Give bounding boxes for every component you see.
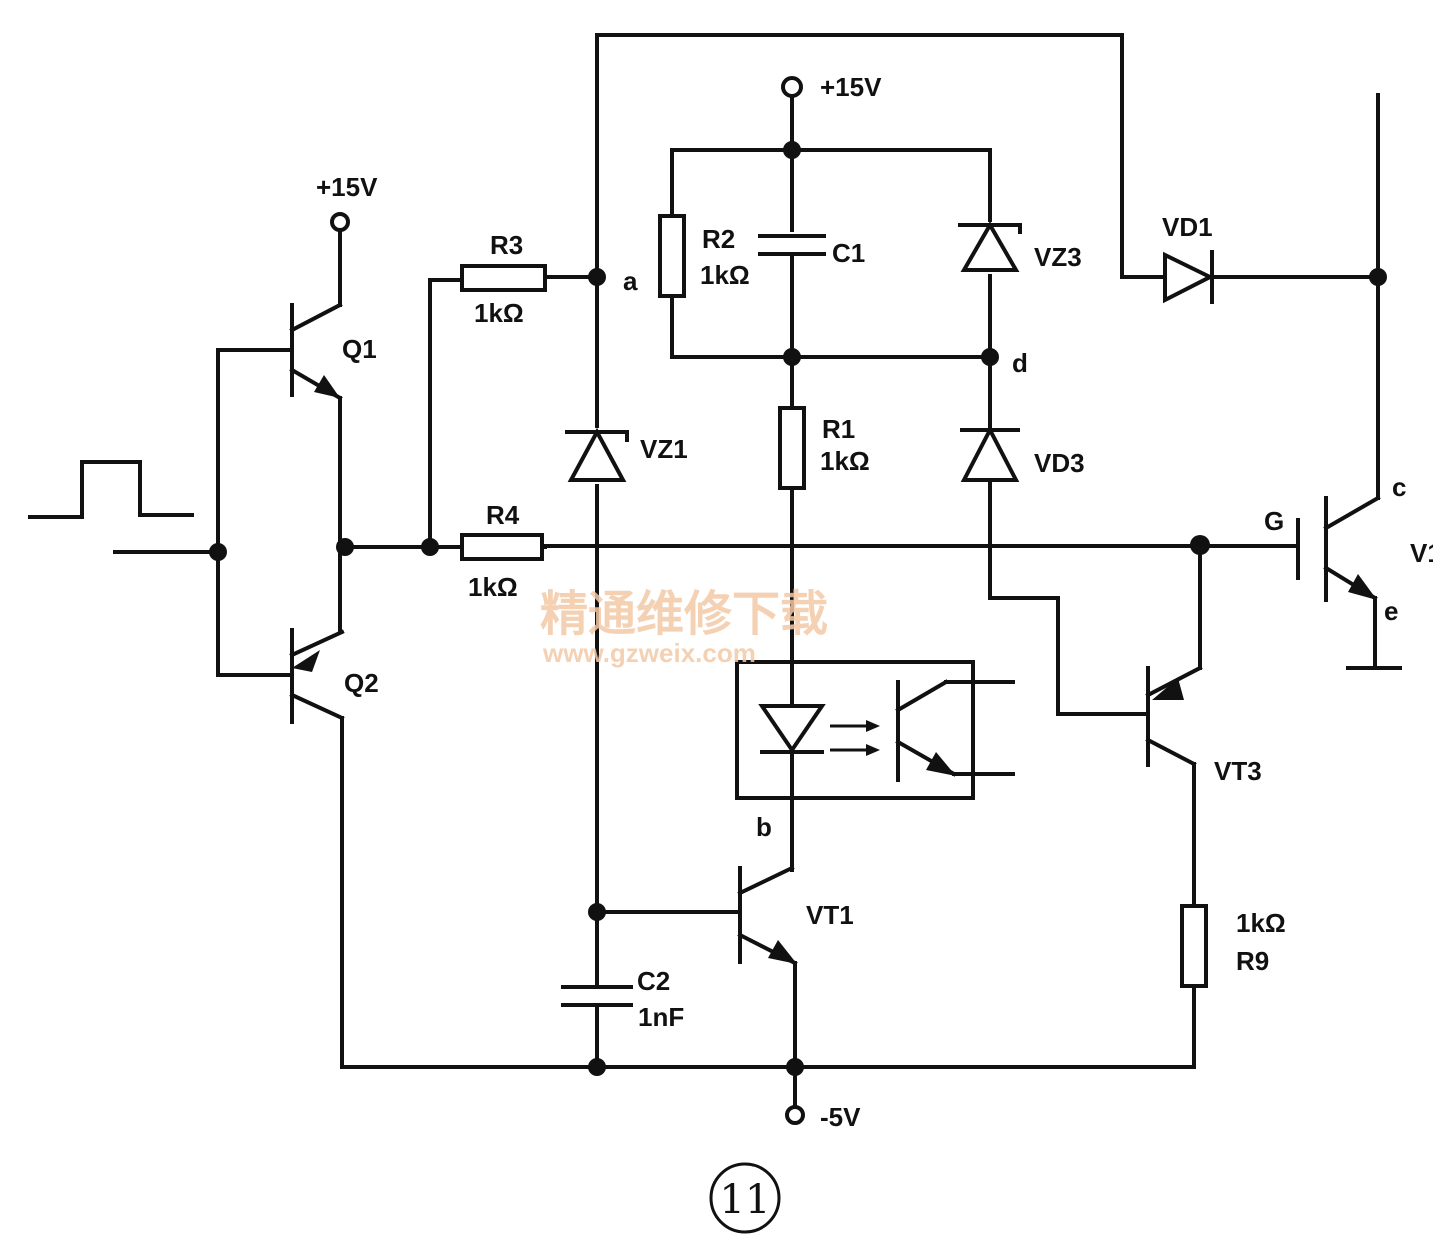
c1-capacitor [757, 232, 827, 256]
r1-value: 1kΩ [820, 446, 870, 476]
collector-label: c [1392, 472, 1406, 502]
r9-value: 1kΩ [1236, 908, 1286, 938]
gate-label: G [1264, 506, 1284, 536]
junction-dot [1369, 268, 1387, 286]
r1-resistor [778, 406, 806, 490]
r2-value: 1kΩ [700, 260, 750, 290]
base-bus-wire [216, 348, 294, 677]
c2-label: C2 [637, 966, 670, 996]
v1-igbt [1296, 495, 1381, 602]
node-b-label: b [756, 812, 772, 842]
r3-label: R3 [490, 230, 523, 260]
r2-resistor [658, 214, 686, 298]
junction-dot [209, 543, 227, 561]
vt1-label: VT1 [806, 900, 854, 930]
vz1-label: VZ1 [640, 434, 688, 464]
q2-label: Q2 [344, 668, 379, 698]
q1-label: Q1 [342, 334, 377, 364]
vee-label: -5V [820, 1102, 861, 1132]
top-vcc-label: +15V [820, 72, 882, 102]
negative-rail-wire [340, 1065, 1196, 1110]
top-vcc-terminal [781, 76, 803, 98]
r4-resistor [460, 533, 544, 561]
r1-label: R1 [822, 414, 855, 444]
watermark-url: www.gzweix.com [542, 638, 756, 668]
watermark-chinese: 精通维修下载 [540, 586, 828, 642]
top-vcc-wire [670, 94, 992, 490]
vt3-label: VT3 [1214, 756, 1262, 786]
v1-emitter-wire [1346, 596, 1402, 670]
q1-transistor [289, 302, 343, 401]
vz3-zener-diode [958, 221, 1022, 274]
r2-label: R2 [702, 224, 735, 254]
junction-dot [588, 268, 606, 286]
r4-value: 1kΩ [468, 572, 518, 602]
r9-resistor [1180, 904, 1208, 988]
node-d-label: d [1012, 348, 1028, 378]
vd1-diode [1163, 250, 1215, 304]
vz1-zener-diode [565, 427, 629, 484]
r3-value: 1kΩ [474, 298, 524, 328]
q2-transistor [289, 628, 345, 724]
q1-vcc-terminal [330, 212, 350, 232]
vd3-diode [960, 425, 1020, 483]
junction-dot [783, 348, 801, 366]
junction-dot [421, 538, 439, 556]
figure-number-text: 11 [720, 1177, 771, 1223]
r3-resistor [460, 264, 547, 292]
c1-label: C1 [832, 238, 865, 268]
vd1-to-collector-wire [1210, 93, 1380, 500]
c2-capacitor [560, 985, 634, 1007]
node-a-label: a [623, 266, 638, 296]
vd1-label: VD1 [1162, 212, 1213, 242]
vd3-label: VD3 [1034, 448, 1085, 478]
r3-feed-wire [343, 275, 599, 549]
r4-label: R4 [486, 500, 520, 530]
figure-number: 11 [709, 1162, 781, 1234]
v1-label: V1 [1410, 538, 1433, 568]
junction-dot [786, 1058, 804, 1076]
q1-vcc-label: +15V [316, 172, 378, 202]
vz3-label: VZ3 [1034, 242, 1082, 272]
junction-dot [588, 1058, 606, 1076]
vee-terminal [785, 1105, 805, 1125]
vt1-transistor [737, 865, 798, 966]
junction-dot [783, 141, 801, 159]
c2-value: 1nF [638, 1002, 684, 1032]
optocoupler [735, 660, 1015, 800]
top-loop-wire [595, 33, 1164, 1069]
input-pulse-waveform [28, 460, 194, 519]
vd3-to-vt3-wire [988, 355, 1150, 716]
vt3-transistor [1145, 665, 1203, 767]
emitter-label: e [1384, 596, 1398, 626]
r9-label: R9 [1236, 946, 1269, 976]
